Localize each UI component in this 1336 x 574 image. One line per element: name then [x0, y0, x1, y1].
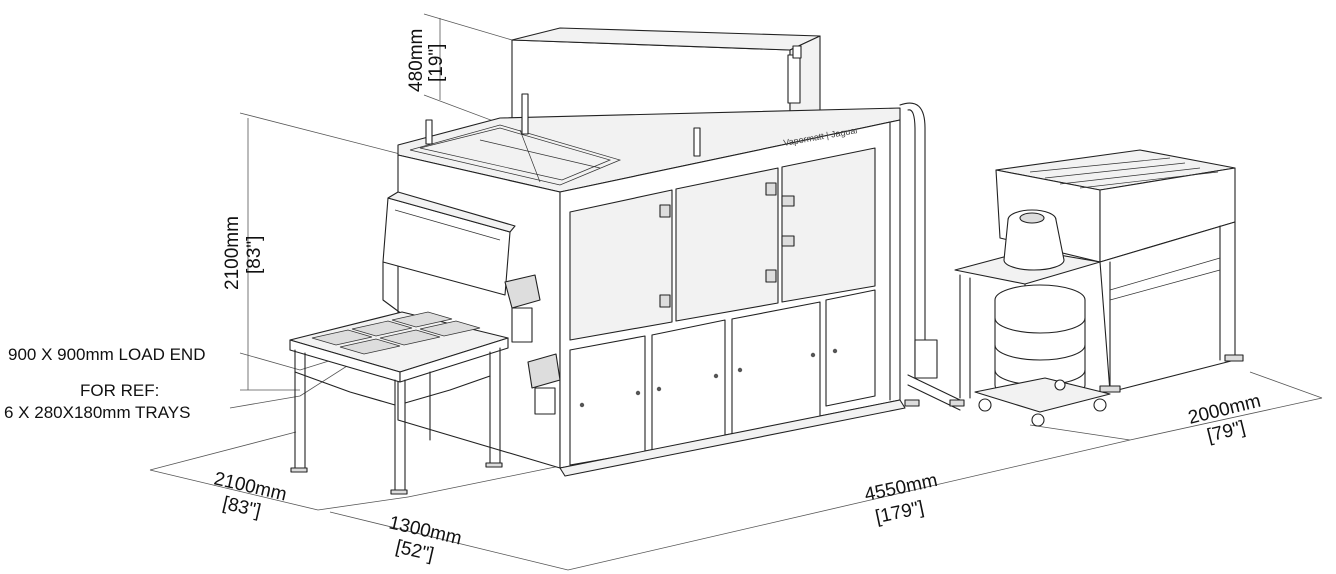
dim-body-height: 2100mm [83"] — [222, 216, 265, 290]
load-end — [289, 191, 516, 495]
dim-overall-depth: 2000mm [79"] — [1186, 391, 1263, 447]
dim-overall-length-metric: 4550mm — [863, 470, 940, 506]
dim-load-width: 2100mm [83"] — [212, 468, 289, 522]
dim-load-depth: 1300mm [52"] — [387, 512, 464, 565]
dim-top-height: 480mm [19"] — [406, 29, 447, 92]
dim-top-height-metric: 480mm — [406, 29, 427, 92]
note-load-end: 900 X 900mm LOAD END — [8, 345, 205, 364]
brand-model: Jaguar — [830, 125, 859, 140]
top-unit — [511, 27, 821, 129]
motors — [504, 274, 561, 415]
dimension-lines — [149, 13, 1323, 571]
note-ref-line1: FOR REF: — [80, 381, 159, 400]
dim-body-height-imperial: [83"] — [244, 236, 265, 274]
dim-top-height-imperial: [19"] — [426, 44, 447, 82]
dim-body-height-metric: 2100mm — [222, 216, 243, 290]
trays — [311, 311, 481, 355]
separator-unit — [904, 149, 1244, 427]
exhaust-duct — [899, 102, 961, 411]
note-ref-line2: 6 X 280X180mm TRAYS — [4, 403, 190, 422]
dim-overall-length: 4550mm [179"] — [863, 470, 940, 528]
